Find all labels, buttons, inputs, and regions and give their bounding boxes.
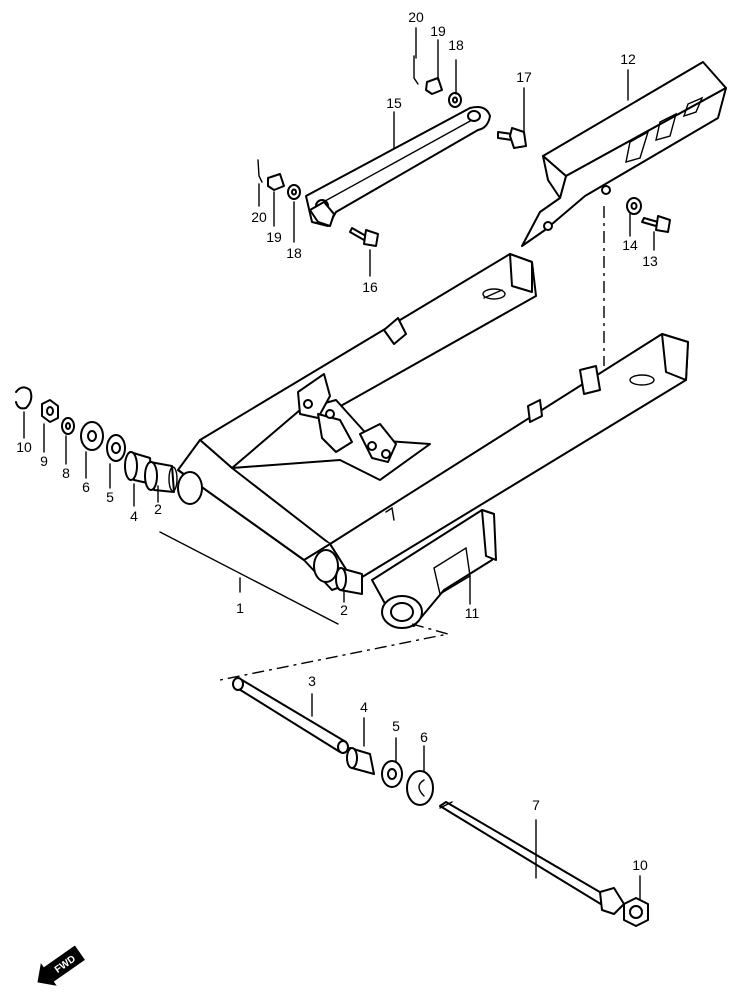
part-20-cotter-pin-upper [413, 55, 419, 85]
part-20-cotter-pin-lower [257, 159, 263, 183]
part-13-bolt [641, 215, 671, 233]
label-part-5-lower: 5 [392, 718, 400, 734]
label-part-5-upper: 5 [106, 489, 114, 505]
label-part-16: 16 [362, 279, 378, 295]
part-8-washer [61, 417, 75, 435]
part-5-spacer-upper [106, 434, 126, 462]
label-part-6-lower: 6 [420, 729, 428, 745]
label-part-8: 8 [62, 465, 70, 481]
part-4-bearing-lower [346, 747, 375, 775]
label-part-19-upper: 19 [430, 23, 446, 39]
label-part-6-upper: 6 [82, 479, 90, 495]
part-10-nut-lower [623, 897, 649, 927]
part-15-torque-link [305, 106, 491, 227]
label-part-7: 7 [532, 797, 540, 813]
label-part-11: 11 [465, 605, 480, 621]
part-6-dust-seal-lower [406, 770, 434, 806]
part-12-chain-case [521, 61, 727, 247]
label-part-10-upper: 10 [16, 439, 32, 455]
part-7-pivot-shaft [439, 801, 625, 915]
label-part-20-lower: 20 [251, 209, 267, 225]
part-11-chain-adjuster [371, 509, 497, 629]
part-3-pivot-sleeve [232, 677, 349, 754]
label-part-13: 13 [642, 253, 658, 269]
part-18-washer-lower [287, 184, 301, 200]
label-part-17: 17 [516, 69, 532, 85]
part-19-castle-nut-lower [267, 173, 285, 191]
forward-direction-arrow: FWD [37, 945, 85, 986]
label-part-2-lower: 2 [340, 602, 348, 618]
label-part-3: 3 [308, 673, 316, 689]
label-part-15: 15 [386, 95, 402, 111]
label-part-14: 14 [622, 237, 638, 253]
leader-lines [23, 27, 655, 901]
part-5-spacer-lower [381, 760, 403, 788]
part-9-nut [41, 399, 59, 423]
part-10-circlip-upper [15, 386, 33, 410]
part-14-washer [626, 197, 642, 215]
part-1-swingarm [177, 253, 689, 591]
label-part-18-lower: 18 [286, 245, 302, 261]
label-part-20-upper: 20 [408, 9, 424, 25]
part-18-washer-upper [448, 92, 462, 108]
part-2-bearing-upper [144, 461, 178, 493]
part-19-castle-nut-upper [425, 77, 443, 95]
label-part-4-lower: 4 [360, 699, 368, 715]
label-part-12: 12 [620, 51, 636, 67]
label-part-4-upper: 4 [130, 508, 138, 524]
label-part-19-lower: 19 [266, 229, 282, 245]
part-17-bolt [497, 127, 527, 149]
assembly-lines [219, 206, 605, 681]
label-part-2-upper: 2 [154, 501, 162, 517]
part-6-dust-seal-upper [80, 421, 104, 451]
label-part-10-lower: 10 [632, 857, 648, 873]
part-labels: 1 2 2 3 4 4 5 5 6 6 7 8 9 10 10 11 12 13… [16, 9, 658, 873]
label-part-1: 1 [236, 600, 244, 616]
part-16-bolt [349, 227, 379, 247]
part-2-bearing-lower [335, 567, 363, 595]
label-part-9: 9 [40, 453, 48, 469]
label-part-18-upper: 18 [448, 37, 464, 53]
